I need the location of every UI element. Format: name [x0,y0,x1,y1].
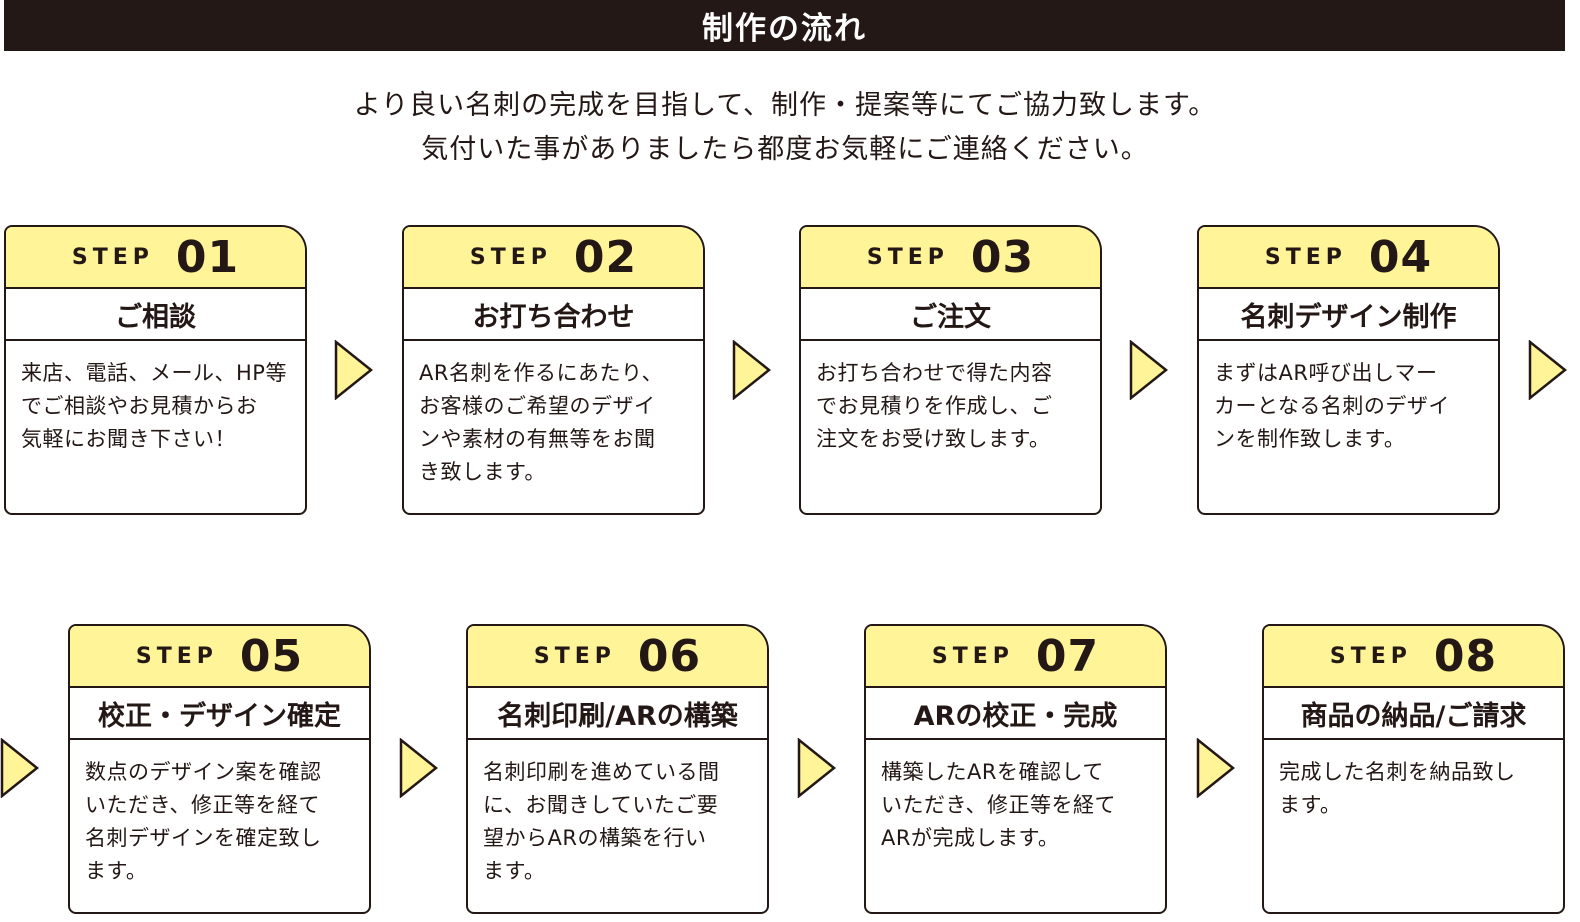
step-number: 03 [970,231,1035,283]
step-number: 01 [175,231,240,283]
step-label: STEP [1329,643,1412,669]
step-number: 06 [637,630,702,682]
step-header: STEP 08 [1264,626,1563,688]
step-description: 名刺印刷を進めている間 に、お聞きしていたご要 望からARの構築を行い ます。 [483,760,720,883]
step-name: ARの校正・完成 [866,688,1165,740]
intro-text: より良い名刺の完成を目指して、制作・提案等にてご協力致します。 気付いた事があり… [0,84,1570,172]
step-number: 08 [1433,630,1498,682]
title-bar: 制作の流れ [4,0,1565,51]
step-header: STEP 02 [404,227,703,289]
step-description: 構築したARを確認して いただき、修正等を経て ARが完成します。 [881,760,1117,850]
step-card-05: STEP 05 校正・デザイン確定 数点のデザイン案を確認 いただき、修正等を経… [68,624,371,914]
step-name: 校正・デザイン確定 [70,688,369,740]
step-card-07: STEP 07 ARの校正・完成 構築したARを確認して いただき、修正等を経て… [864,624,1167,914]
step-description: お打ち合わせで得た内容 でお見積りを作成し、ご 注文をお受け致します。 [816,361,1053,451]
step-description: 数点のデザイン案を確認 いただき、修正等を経て 名刺デザインを確定致し ます。 [85,760,322,883]
step-name: 名刺印刷/ARの構築 [468,688,767,740]
arrow-right-icon [399,738,439,798]
arrow-right-icon [1196,738,1236,798]
arrow-right-icon [732,340,772,400]
arrow-right-icon [0,738,40,798]
step-number: 07 [1035,630,1100,682]
step-description: まずはAR呼び出しマー カーとなる名刺のデザイ ンを制作致します。 [1214,361,1450,451]
step-card-08: STEP 08 商品の納品/ご請求 完成した名刺を納品致し ます。 [1262,624,1565,914]
arrow-right-icon [797,738,837,798]
page-title: 制作の流れ [702,11,867,47]
step-name: 名刺デザイン制作 [1199,289,1498,341]
step-name: ご注文 [801,289,1100,341]
step-description: AR名刺を作るにあたり、 お客様のご希望のデザイ ンや素材の有無等をお聞 き致し… [419,361,664,484]
step-header: STEP 06 [468,626,767,688]
step-label: STEP [931,643,1014,669]
step-description: 来店、電話、メール、HP等 でご相談やお見積からお 気軽にお聞き下さい！ [21,361,287,451]
step-header: STEP 04 [1199,227,1498,289]
step-card-03: STEP 03 ご注文 お打ち合わせで得た内容 でお見積りを作成し、ご 注文をお… [799,225,1102,515]
step-number: 04 [1368,231,1433,283]
step-label: STEP [469,244,552,270]
step-card-04: STEP 04 名刺デザイン制作 まずはAR呼び出しマー カーとなる名刺のデザイ… [1197,225,1500,515]
step-label: STEP [866,244,949,270]
step-number: 05 [239,630,304,682]
step-header: STEP 03 [801,227,1100,289]
step-header: STEP 01 [6,227,305,289]
arrow-right-icon [334,340,374,400]
step-header: STEP 07 [866,626,1165,688]
step-label: STEP [135,643,218,669]
step-number: 02 [573,231,638,283]
intro-line-2: 気付いた事がありましたら都度お気軽にご連絡ください。 [421,134,1149,165]
step-name: 商品の納品/ご請求 [1264,688,1563,740]
step-label: STEP [71,244,154,270]
step-card-02: STEP 02 お打ち合わせ AR名刺を作るにあたり、 お客様のご希望のデザイ … [402,225,705,515]
step-description: 完成した名刺を納品致し ます。 [1279,760,1516,817]
step-name: お打ち合わせ [404,289,703,341]
step-label: STEP [1264,244,1347,270]
step-header: STEP 05 [70,626,369,688]
step-card-01: STEP 01 ご相談 来店、電話、メール、HP等 でご相談やお見積からお 気軽… [4,225,307,515]
step-name: ご相談 [6,289,305,341]
intro-line-1: より良い名刺の完成を目指して、制作・提案等にてご協力致します。 [353,90,1217,121]
arrow-right-icon [1129,340,1169,400]
step-label: STEP [533,643,616,669]
arrow-right-icon [1528,340,1568,400]
step-card-06: STEP 06 名刺印刷/ARの構築 名刺印刷を進めている間 に、お聞きしていた… [466,624,769,914]
